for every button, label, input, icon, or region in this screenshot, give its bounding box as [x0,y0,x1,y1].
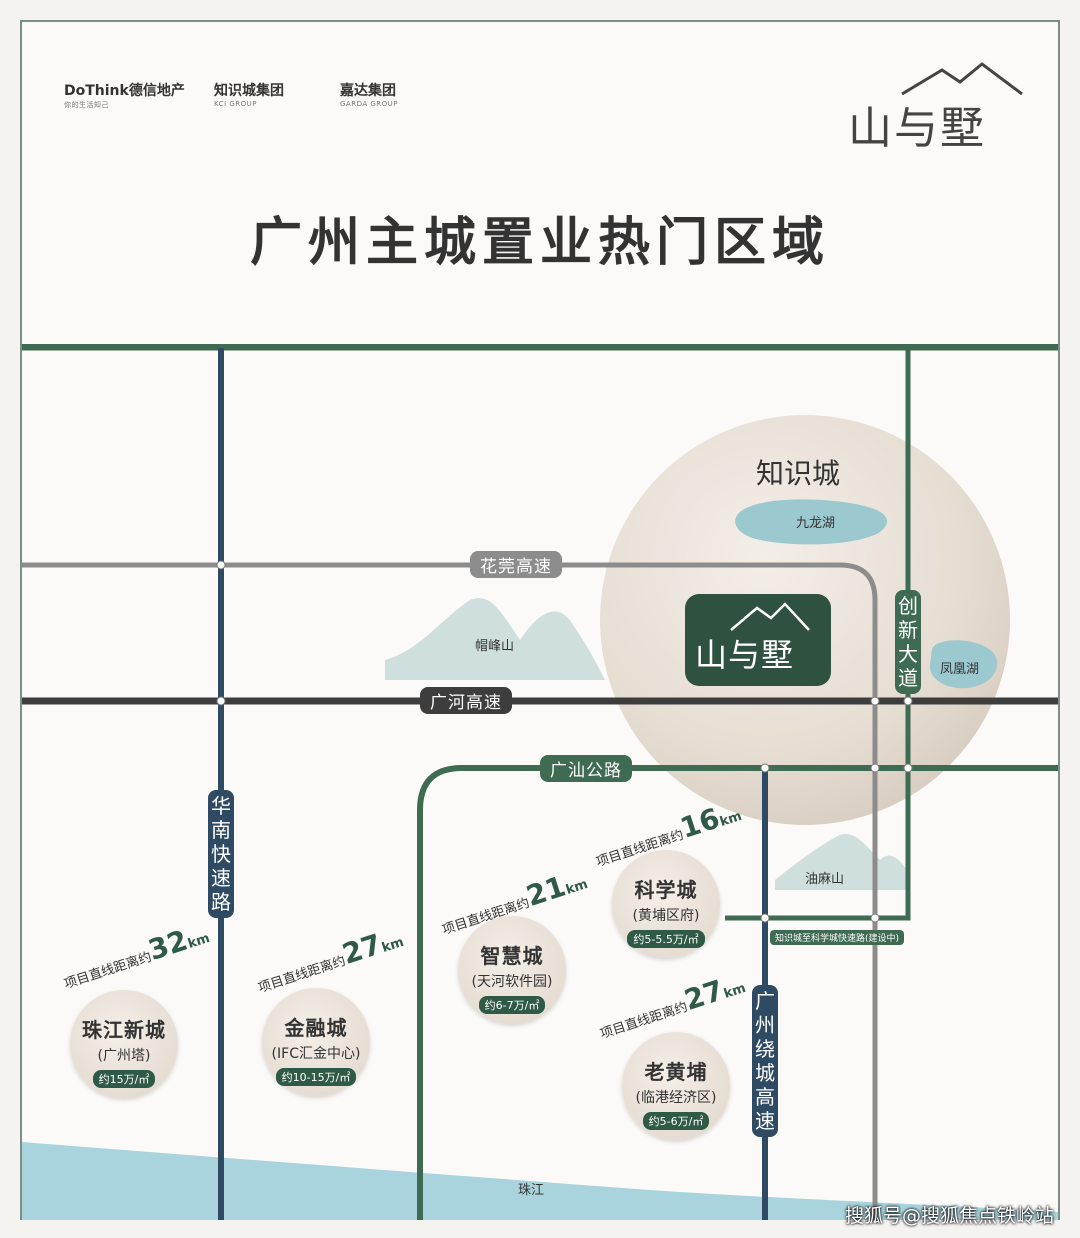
maofeng-mountain [385,598,605,680]
huaguan-label: 花莞高速 [470,551,562,578]
project-logo-text: 山与墅 [848,103,986,154]
brand-dothink: DoThink德信地产 你的生活知己 [64,83,185,109]
district-kexuecheng: 科学城 (黄埔区府) 约5-5.5万/㎡ [612,850,720,958]
district-zhujiang-newtown: 珠江新城 (广州塔) 约15万/㎡ [70,990,178,1098]
chuangxin-avenue [725,348,911,921]
youmashan-label: 油麻山 [805,872,845,887]
huaguan-highway [22,562,878,1220]
huanan-label: 华南快速路 [208,790,234,918]
guangshan-label: 广汕公路 [540,755,632,782]
zhishicheng-label: 知识城 [756,457,841,490]
watermark: 搜狐号@搜狐焦点铁岭站 [844,1205,1054,1227]
zhujiang-label: 珠江 [518,1183,545,1198]
junction-dots [216,560,913,923]
chuangxin-label: 创新大道 [895,590,921,694]
page-title: 广州主城置业热门区域 [249,212,830,273]
district-jinrongcheng: 金融城 (IFC汇金中心) 约10-15万/㎡ [262,988,370,1096]
project-badge: 山与墅 [685,594,831,686]
project-logo: 山与墅 [842,52,1042,162]
brand-kci: 知识城集团 KCI GROUP [214,83,284,108]
jiulonghu-label: 九龙湖 [796,516,836,531]
maofengshan-label: 帽峰山 [475,639,515,654]
fenghuanghu-label: 凤凰湖 [940,662,980,677]
guangshan-road [417,765,1058,1220]
district-laohuangpu: 老黄埔 (临港经济区) 约5-6万/㎡ [622,1032,730,1140]
mountain-badge-icon [730,602,810,631]
jiulong-lake [735,499,888,545]
pearl-river [22,1142,1058,1220]
project-badge-text: 山与墅 [695,636,795,674]
district-zhihuicheng: 智慧城 (天河软件园) 约6-7万/㎡ [458,916,566,1024]
expressway-label: 知识城至科学城快速路(建设中) [770,930,905,945]
guanghe-label: 广河高速 [420,687,512,714]
raocheng-label: 广州绕城高速 [752,985,778,1137]
fenghuang-lake [929,640,998,689]
mountain-logo-icon [901,62,1023,96]
brand-garda: 嘉达集团 GARDA GROUP [340,83,398,108]
